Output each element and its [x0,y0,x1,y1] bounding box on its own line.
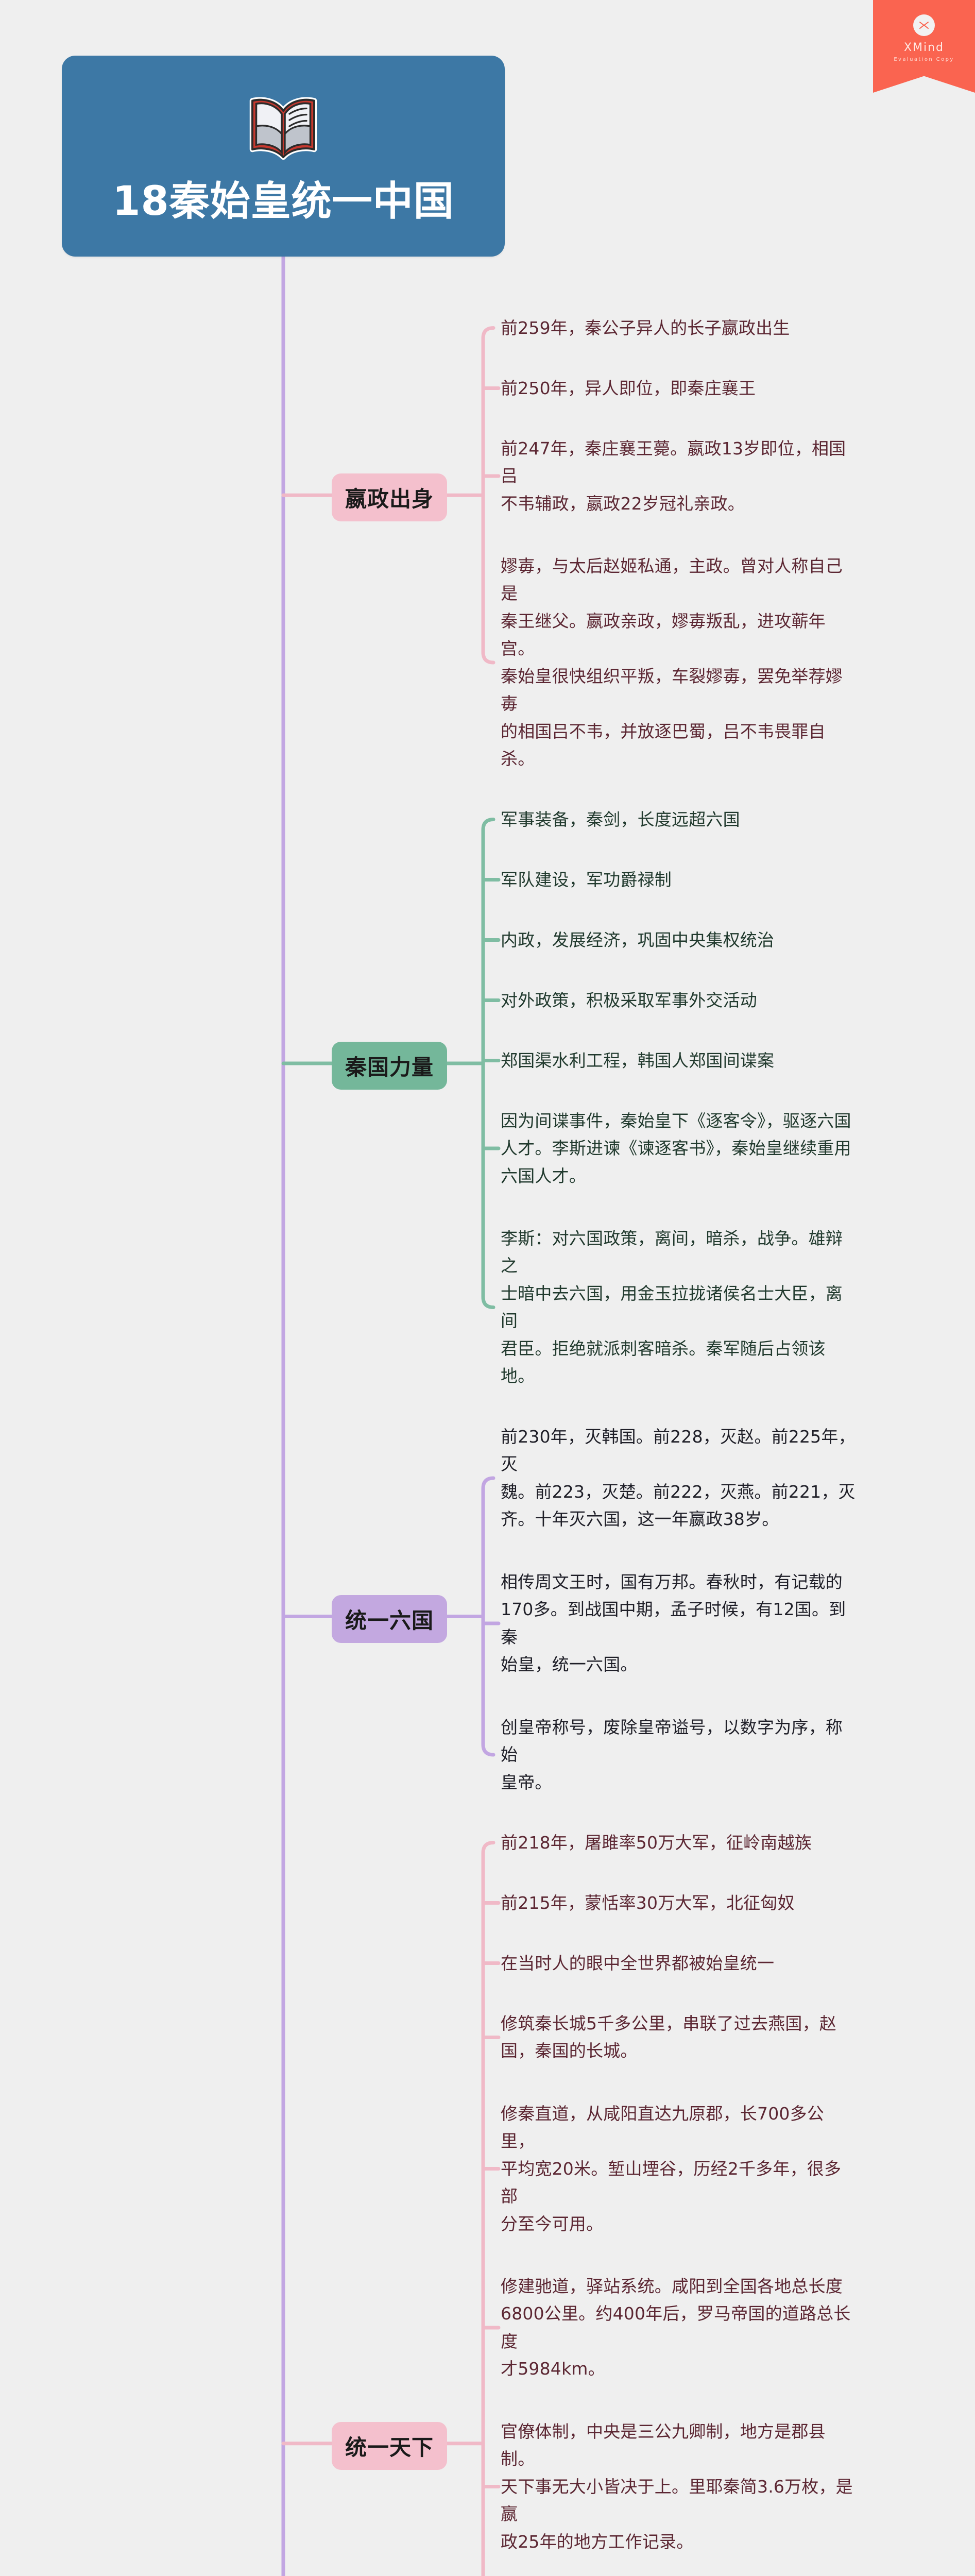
page-title: 18秦始皇统一中国 [112,178,454,225]
leaf-node[interactable]: 因为间谍事件，秦始皇下《逐客令》，驱逐六国 人才。李斯进谏《谏逐客书》，秦始皇继… [501,1111,851,1186]
leaf-node[interactable]: 前215年，蒙恬率30万大军，北征匈奴 [501,1893,795,1913]
leaf-node[interactable]: 李斯：对六国政策，离间，暗杀，战争。雄辩之 士暗中去六国，用金玉拉拢诸侯名士大臣… [501,1228,843,1386]
leaf-node[interactable]: 对外政策，积极采取军事外交活动 [501,990,757,1010]
branch-node-label: 统一天下 [345,2434,434,2460]
leaf-node[interactable]: 内政，发展经济，巩固中央集权统治 [501,930,775,950]
root-node[interactable]: 18秦始皇统一中国 [62,56,505,257]
watermark-brand: XMind [903,41,945,54]
leaf-node[interactable]: 修筑秦长城5千多公里，串联了过去燕国，赵 国，秦国的长城。 [501,2013,836,2061]
leaf-node[interactable]: 嫪毐，与太后赵姬私通，主政。曾对人称自己是 秦王继父。嬴政亲政，嫪毐叛乱，进攻蕲… [501,556,843,769]
leaf-node[interactable]: 前230年，灭韩国。前228，灭赵。前225年，灭 魏。前223，灭楚。前222… [501,1427,856,1530]
leaf-node[interactable]: 军事装备，秦剑，长度远超六国 [501,809,740,829]
leaf-node[interactable]: 修建驰道，驿站系统。咸阳到全国各地总长度 6800公里。约400年后，罗马帝国的… [501,2276,851,2379]
leaf-node[interactable]: 军队建设，军功爵禄制 [501,870,672,890]
branch-node-1[interactable]: 嬴政出身 [332,473,448,522]
xmind-logo-icon [913,14,935,36]
leaf-node[interactable]: 郑国渠水利工程，韩国人郑国间谍案 [501,1050,775,1071]
leaf-node[interactable]: 前259年，秦公子异人的长子嬴政出生 [501,318,790,338]
branch-node-3[interactable]: 统一六国 [332,1595,448,1643]
branch-node-label: 秦国力量 [345,1055,434,1080]
branch-node-label: 统一六国 [345,1607,434,1633]
leaf-node[interactable]: 在当时人的眼中全世界都被始皇统一 [501,1953,775,1973]
branch-node-4[interactable]: 统一天下 [332,2421,448,2470]
leaf-node[interactable]: 前250年，异人即位，即秦庄襄王 [501,378,756,398]
leaf-node[interactable]: 前247年，秦庄襄王薨。嬴政13岁即位，相国吕 不韦辅政，嬴政22岁冠礼亲政。 [501,438,846,514]
branch-node-2[interactable]: 秦国力量 [332,1042,448,1090]
leaf-node[interactable]: 官僚体制，中央是三公九卿制，地方是郡县制。 天下事无大小皆决于上。里耶秦简3.6… [501,2421,853,2552]
branch-node-label: 嬴政出身 [345,486,434,512]
leaf-node[interactable]: 前218年，屠雎率50万大军，征岭南越族 [501,1833,812,1853]
watermark-subtitle: Evaluation Copy [894,57,954,62]
leaf-node[interactable]: 修秦直道，从咸阳直达九原郡，长700多公里， 平均宽20米。堑山堙谷，历经2千多… [501,2104,842,2234]
open-book-icon [245,91,322,164]
leaf-node[interactable]: 相传周文王时，国有万邦。春秋时，有记载的 170多。到战国中期，孟子时候，有12… [501,1572,846,1675]
leaf-node[interactable]: 创皇帝称号，废除皇帝谥号，以数字为序，称始 皇帝。 [501,1717,843,1792]
